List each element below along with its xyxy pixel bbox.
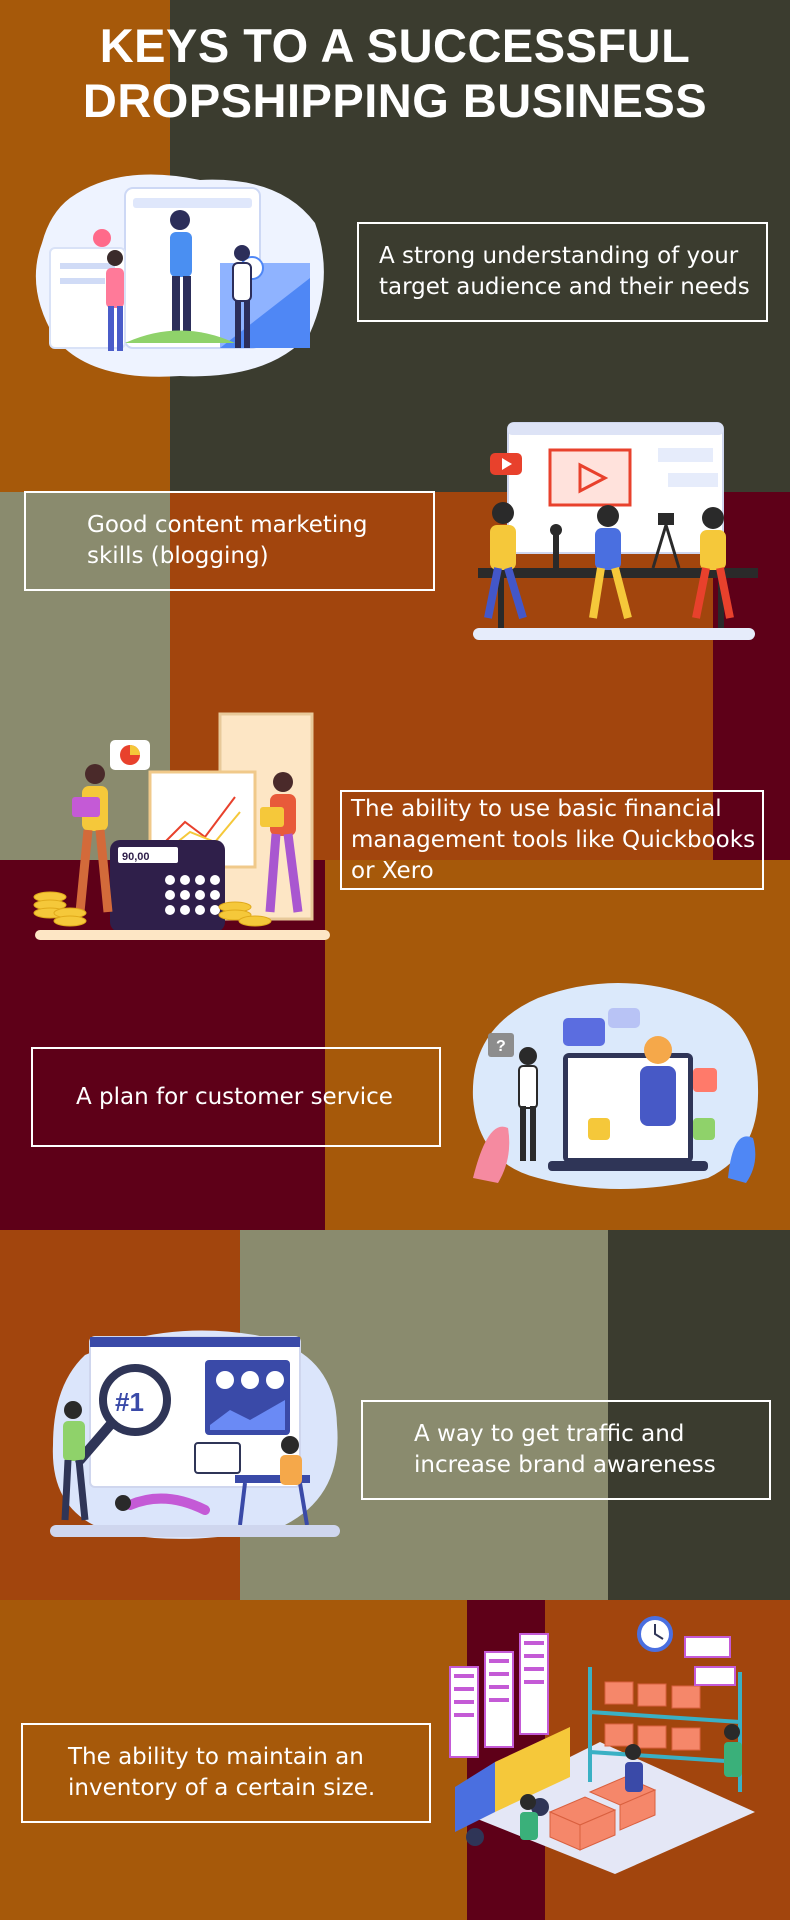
key-text: A way to get traffic and: [414, 1421, 685, 1447]
key-text: The ability to maintain an: [68, 1744, 364, 1770]
financial-planning-illustration: 90,00: [30, 712, 335, 944]
warehouse-inventory-illustration: [440, 1612, 760, 1877]
key-text-box: The ability to maintain an inventory of …: [21, 1723, 431, 1823]
key-text: increase brand awareness: [414, 1452, 716, 1478]
key-text-box: Good content marketing skills (blogging): [24, 491, 435, 591]
key-text-box: A plan for customer service: [31, 1047, 441, 1147]
seo-ranking-illustration: #1: [45, 1325, 345, 1545]
calculator-display: 90,00: [122, 851, 150, 863]
key-text: skills (blogging): [87, 543, 269, 569]
title-line: KEYS TO A SUCCESSFUL: [99, 19, 691, 72]
key-text: A plan for customer service: [76, 1083, 393, 1110]
key-text: or Xero: [351, 857, 434, 884]
rank-badge: #1: [115, 1387, 144, 1417]
key-text: A strong understanding of your: [379, 243, 739, 269]
bg-block: [608, 1230, 790, 1600]
bg-block: [0, 1600, 467, 1920]
svg-text:?: ?: [496, 1038, 506, 1055]
customer-support-illustration: ?: [468, 978, 763, 1193]
key-text-box: The ability to use basic financial manag…: [340, 790, 764, 890]
key-text: The ability to use basic financial: [351, 795, 722, 822]
key-text: inventory of a certain size.: [68, 1775, 376, 1801]
page-title: KEYS TO A SUCCESSFUL DROPSHIPPING BUSINE…: [0, 18, 790, 128]
marketing-team-illustration: [30, 168, 330, 383]
key-text-box: A strong understanding of your target au…: [357, 222, 768, 322]
key-text: target audience and their needs: [379, 274, 750, 300]
podcast-studio-illustration: [468, 418, 758, 643]
key-text-box: A way to get traffic and increase brand …: [361, 1400, 771, 1500]
title-line: DROPSHIPPING BUSINESS: [82, 74, 708, 127]
key-text: Good content marketing: [87, 512, 368, 538]
key-text: management tools like Quickbooks: [351, 826, 756, 853]
